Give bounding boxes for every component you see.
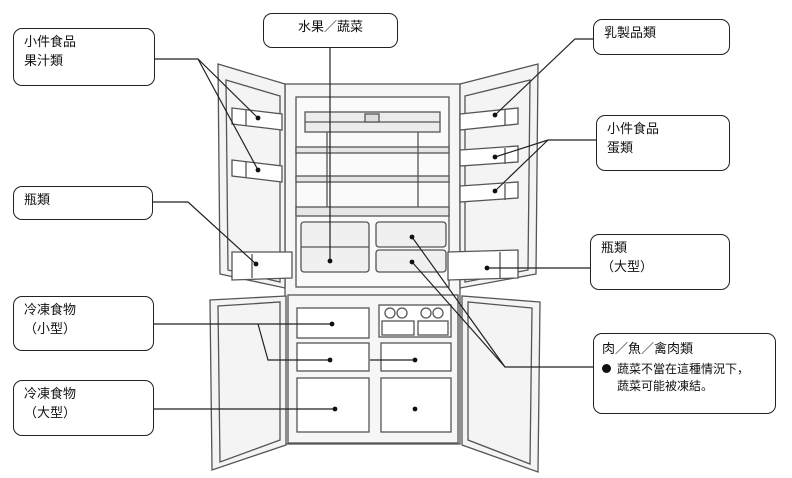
leader-freezer-mid: [257, 323, 330, 361]
crisper-right-upper: [375, 221, 447, 248]
leader-dots: [253, 112, 498, 412]
label-small-food-juice: 小件食品 果汁類: [13, 28, 155, 86]
right-door-bin-4: [447, 249, 519, 281]
freezer-drawer-bottom-right: [380, 377, 452, 433]
label-bottles-left-line1: 瓶類: [24, 193, 51, 208]
label-frozen-small: 冷凍食物 （小型）: [13, 296, 154, 351]
meat-fish-note-line2: 蔬菜可能被凍結。: [617, 379, 714, 393]
right-door-bin-2: [459, 145, 519, 167]
label-small-food-juice-line1: 小件食品: [24, 35, 77, 50]
label-meat-fish: 肉／魚／禽肉類 蔬菜不當在這種情況下， 蔬菜可能被凍結。: [593, 333, 776, 414]
label-fruit-veg-line1: 水果／蔬菜: [297, 20, 363, 35]
label-bottles-left: 瓶類: [13, 186, 153, 220]
label-frozen-large: 冷凍食物 （大型）: [13, 380, 154, 436]
freezer-drawer-mid-right: [380, 342, 452, 372]
meat-fish-note-line1: 蔬菜不當在這種情況下，: [602, 361, 767, 378]
label-fruit-veg: 水果／蔬菜: [263, 13, 398, 48]
shelf-middle: [295, 175, 450, 183]
label-meat-fish-line1: 肉／魚／禽肉類: [602, 342, 694, 357]
label-small-food-eggs: 小件食品 蛋類: [596, 115, 730, 171]
label-bottles-large-line1: 瓶類: [601, 241, 628, 256]
label-small-food-eggs-line1: 小件食品: [607, 122, 660, 137]
bullet-icon: [602, 364, 611, 373]
refrigerator: [209, 63, 541, 473]
leader-lines: [153, 38, 596, 410]
meat-fish-note1-text: 蔬菜不當在這種情況下，: [617, 362, 750, 376]
label-frozen-small-line1: 冷凍食物: [24, 303, 77, 318]
right-door-bin-1: [459, 107, 519, 131]
freezer-drawer-mid-left: [296, 342, 370, 372]
shelf-bottom: [295, 206, 450, 217]
label-frozen-small-line2: （小型）: [24, 322, 77, 337]
label-dairy: 乳製品類: [593, 19, 730, 55]
freezer-drawer-bottom-left: [296, 377, 370, 433]
control-panel: [364, 113, 380, 123]
right-door-bin-3: [459, 181, 519, 203]
label-small-food-juice-line2: 果汁類: [24, 54, 64, 69]
label-dairy-line1: 乳製品類: [604, 26, 657, 41]
label-frozen-large-line1: 冷凍食物: [24, 387, 77, 402]
leader-dairy: [494, 38, 593, 116]
label-bottles-large: 瓶類 （大型）: [590, 234, 730, 290]
label-frozen-large-line2: （大型）: [24, 406, 77, 421]
leader-bottles-left: [153, 201, 257, 265]
label-bottles-large-line2: （大型）: [601, 260, 654, 275]
left-freezer-door: [209, 295, 287, 471]
left-door-bin-3: [231, 251, 293, 281]
label-small-food-eggs-line2: 蛋類: [607, 141, 634, 156]
shelf-top: [295, 146, 450, 154]
